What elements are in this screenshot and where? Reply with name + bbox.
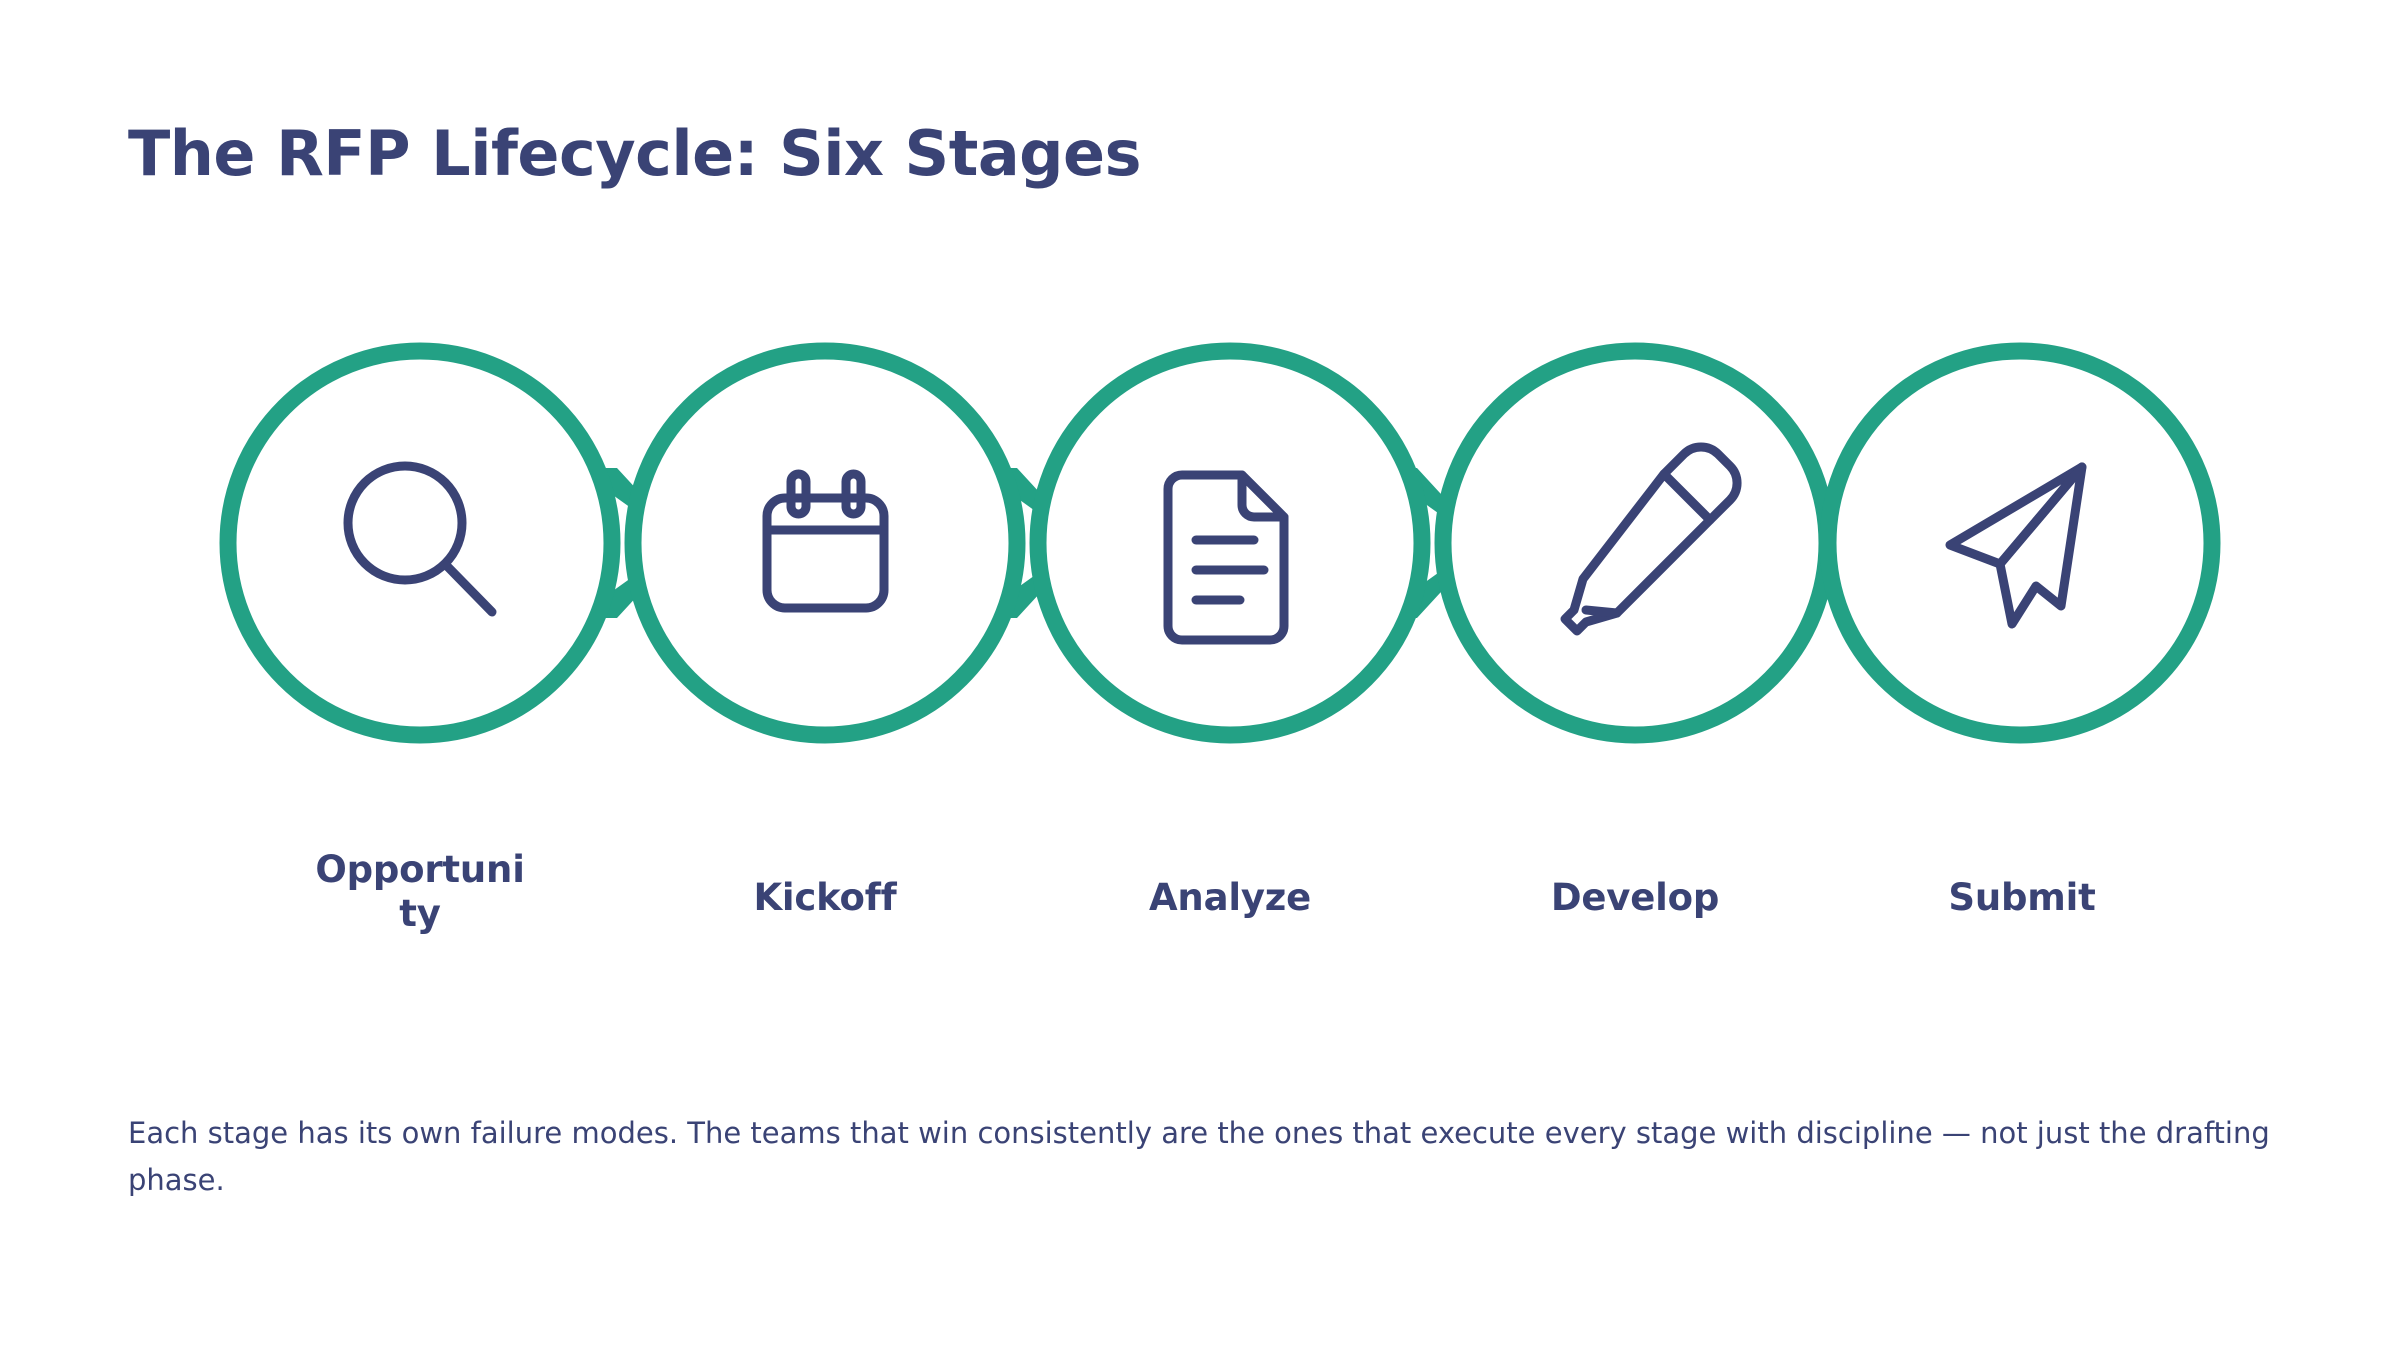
rfp-lifecycle-diagram (0, 318, 2400, 758)
stage-label-kickoff: Kickoff (753, 876, 897, 919)
pencil-icon (1560, 442, 1742, 636)
stage-labels-row: Opportuni ty Kickoff Analyze Develop Sub… (0, 848, 2400, 988)
document-icon (1163, 470, 1289, 645)
stage-label-opportunity-line1: Opportuni (315, 848, 525, 891)
stage-node-2[interactable] (624, 342, 1026, 744)
search-icon (343, 461, 497, 617)
stage-label-opportunity: Opportuni ty (265, 848, 575, 935)
paper-plane-icon (1945, 462, 2087, 629)
caption-text: Each stage has its own failure modes. Th… (128, 1116, 2270, 1197)
stage-node-5[interactable] (1819, 342, 2221, 744)
page-title: The RFP Lifecycle: Six Stages (128, 117, 1142, 190)
stage-label-analyze: Analyze (1149, 876, 1311, 919)
stage-node-3[interactable] (1029, 342, 1431, 744)
stage-node-4[interactable] (1434, 342, 1836, 744)
stage-label-submit: Submit (1948, 876, 2096, 919)
chevron-arrow-icon-2 (975, 468, 1086, 618)
stage-label-develop: Develop (1550, 876, 1720, 919)
stage-ring-2 (624, 342, 1026, 744)
stage-node-1[interactable] (219, 342, 621, 744)
chevron-arrow-icon-3 (1375, 468, 1486, 618)
calendar-icon (762, 469, 889, 613)
stage-ring-1 (219, 342, 621, 744)
stage-ring-4 (1434, 342, 1836, 744)
stage-label-opportunity-line2: ty (399, 891, 441, 935)
